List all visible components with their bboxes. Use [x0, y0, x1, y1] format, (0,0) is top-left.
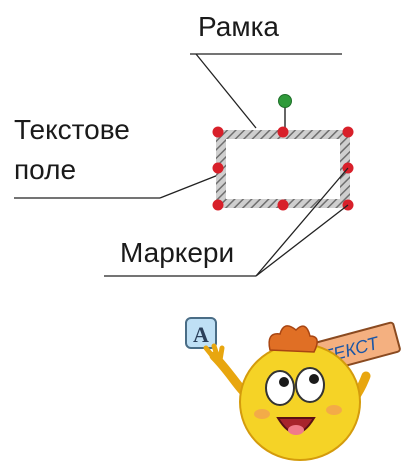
letter-card: A	[185, 317, 217, 349]
marker-bottom-left	[212, 199, 224, 211]
mascot-body	[239, 343, 361, 461]
label-frame: Рамка	[198, 11, 279, 42]
mascot-tongue	[288, 425, 304, 435]
text-box-frame	[212, 94, 354, 211]
marker-top-left	[212, 126, 224, 138]
left-eye	[265, 370, 295, 406]
marker-middle-left	[212, 162, 224, 174]
left-hand	[203, 343, 225, 363]
letter-card-text: A	[193, 322, 209, 347]
marker-bottom-middle	[277, 199, 289, 211]
marker-top-middle	[277, 126, 289, 138]
label-text-field-line1: Текстове	[14, 114, 130, 145]
right-pupil	[309, 374, 319, 384]
right-cheek	[326, 405, 342, 415]
label-text-field-line2: поле	[14, 154, 76, 185]
frame-pointer-line	[195, 53, 257, 129]
label-markers: Маркери	[120, 237, 234, 268]
rotate-handle	[278, 94, 292, 108]
left-pupil	[279, 377, 289, 387]
markers-pointer-line-2	[255, 204, 349, 277]
right-eye	[295, 367, 325, 403]
mascot-hair	[268, 325, 318, 353]
marker-top-right	[342, 126, 354, 138]
text-field-area	[226, 139, 340, 199]
mascot: A ТЕКСТ	[185, 317, 401, 461]
markers-pointer-line-1	[255, 167, 349, 277]
left-cheek	[254, 409, 270, 419]
